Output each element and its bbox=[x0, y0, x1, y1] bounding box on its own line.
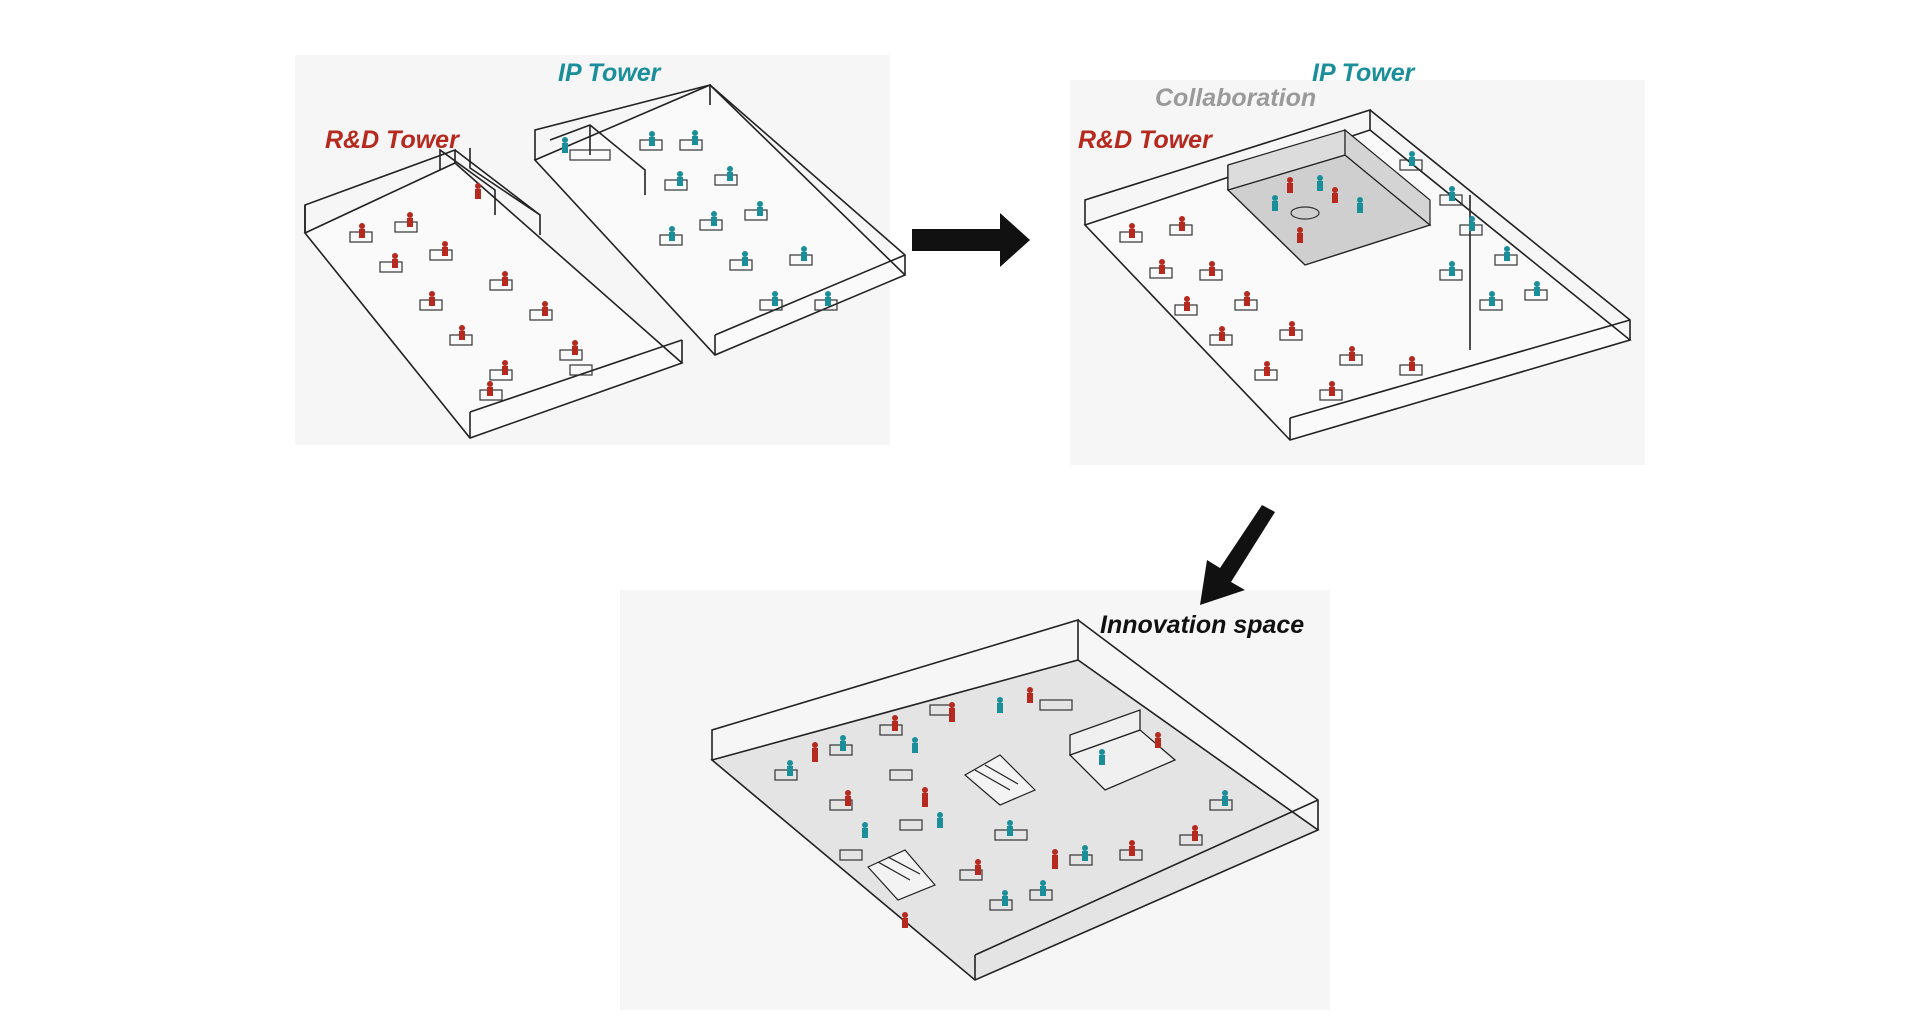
rd-tower-people bbox=[359, 183, 578, 396]
ip-tower-label-left: IP Tower bbox=[558, 59, 662, 87]
ip-tower-label-right: IP Tower bbox=[1312, 59, 1416, 87]
collaboration-zone bbox=[1226, 128, 1432, 266]
innovation-people-rd bbox=[812, 687, 1198, 928]
collab-ip-people bbox=[1409, 151, 1540, 306]
innovation-floorplate bbox=[710, 618, 1320, 981]
rd-tower-label-right: R&D Tower bbox=[1078, 126, 1213, 154]
collab-rd-people bbox=[1129, 216, 1415, 396]
ip-tower-people bbox=[562, 130, 831, 306]
collaboration-people bbox=[1272, 175, 1363, 243]
collaboration-label: Collaboration bbox=[1155, 84, 1316, 112]
innovation-amphitheatre-steps bbox=[867, 754, 1037, 901]
rd-tower-label-left: R&D Tower bbox=[325, 126, 460, 154]
innovation-space-label: Innovation space bbox=[1100, 611, 1304, 639]
arrow-right-icon bbox=[912, 213, 1030, 267]
innovation-people-ip bbox=[787, 697, 1228, 906]
arrow-down-left-icon bbox=[1200, 505, 1275, 605]
innovation-meeting-room bbox=[1068, 709, 1177, 791]
